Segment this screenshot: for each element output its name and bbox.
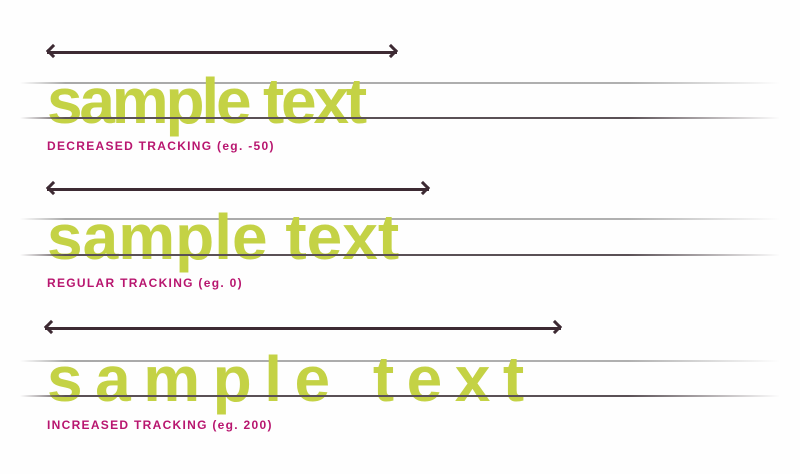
tracking-label: DECREASED TRACKING (eg. -50) — [47, 139, 275, 153]
sample-text: sample text — [47, 201, 400, 273]
baseline-guide — [20, 117, 780, 119]
width-arrow-icon — [43, 319, 563, 335]
x-height-guide — [20, 82, 780, 84]
sample-text: sample text — [47, 343, 537, 415]
x-height-guide — [20, 360, 780, 362]
width-arrow-icon — [45, 43, 399, 59]
x-height-guide — [20, 218, 780, 220]
width-arrow-icon — [45, 180, 431, 196]
sample-text: sample text — [47, 65, 367, 137]
baseline-guide — [20, 254, 780, 256]
baseline-guide — [20, 395, 780, 397]
tracking-label: INCREASED TRACKING (eg. 200) — [47, 418, 273, 432]
tracking-label: REGULAR TRACKING (eg. 0) — [47, 276, 243, 290]
